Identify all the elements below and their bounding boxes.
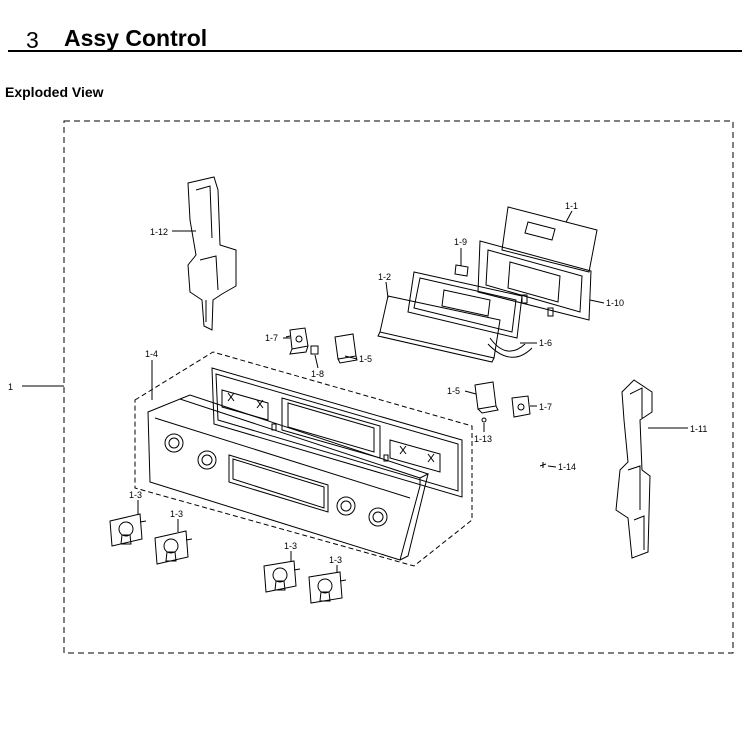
control-panel-subassembly-frame: [134, 351, 473, 567]
section-number: 3: [26, 27, 39, 53]
screw-part: [481, 417, 487, 423]
knob-part: [263, 560, 301, 593]
left-bracket-part: [187, 176, 237, 331]
callout-1-8: 1-8: [311, 369, 324, 379]
rotary-switch-part: [511, 395, 534, 418]
switch-part: [474, 381, 499, 414]
clip-part: [310, 345, 319, 355]
callout-1: 1: [8, 382, 13, 392]
control-panel-front-part: [147, 394, 430, 561]
callout-1-3: 1-3: [284, 541, 297, 551]
callout-1-10: 1-10: [606, 298, 624, 308]
knob-part: [154, 530, 193, 565]
assembly-frame: [63, 120, 734, 654]
callout-labels: 1 1-1 1-2 1-3 1-3 1-3 1-3 1-4 1-5 1-5 1-…: [8, 201, 707, 565]
header-rule: [8, 50, 742, 52]
callout-1-4: 1-4: [145, 349, 158, 359]
connector-part: [454, 264, 469, 277]
callout-1-7: 1-7: [539, 402, 552, 412]
callout-1-1: 1-1: [565, 201, 578, 211]
right-bracket-part: [615, 379, 653, 559]
callout-1-14: 1-14: [558, 462, 576, 472]
wire-frame-part: [407, 271, 533, 358]
callout-1-3: 1-3: [170, 509, 183, 519]
switch-part: [334, 333, 358, 364]
callout-1-7: 1-7: [265, 333, 278, 343]
section-title: Assy Control: [64, 25, 208, 51]
callout-1-12: 1-12: [150, 227, 168, 237]
screw-part: [539, 462, 547, 468]
callout-1-5: 1-5: [359, 354, 372, 364]
callout-1-2: 1-2: [378, 272, 391, 282]
callout-1-3: 1-3: [329, 555, 342, 565]
display-window-part: [377, 295, 501, 363]
callout-1-9: 1-9: [454, 237, 467, 247]
knob-part: [109, 513, 147, 547]
section-header: 3 Assy Control: [8, 24, 742, 54]
knob-part: [308, 571, 347, 604]
callout-1-6: 1-6: [539, 338, 552, 348]
callout-1-11: 1-11: [690, 424, 707, 434]
board-holder-part: [477, 240, 592, 321]
rotary-switch-part: [285, 327, 309, 355]
callout-1-3: 1-3: [129, 490, 142, 500]
callout-1-5: 1-5: [447, 386, 460, 396]
callout-1-13: 1-13: [474, 434, 492, 444]
exploded-view-subtitle: Exploded View: [5, 84, 104, 100]
leader-lines: [22, 210, 688, 573]
display-board-part: [501, 206, 598, 273]
